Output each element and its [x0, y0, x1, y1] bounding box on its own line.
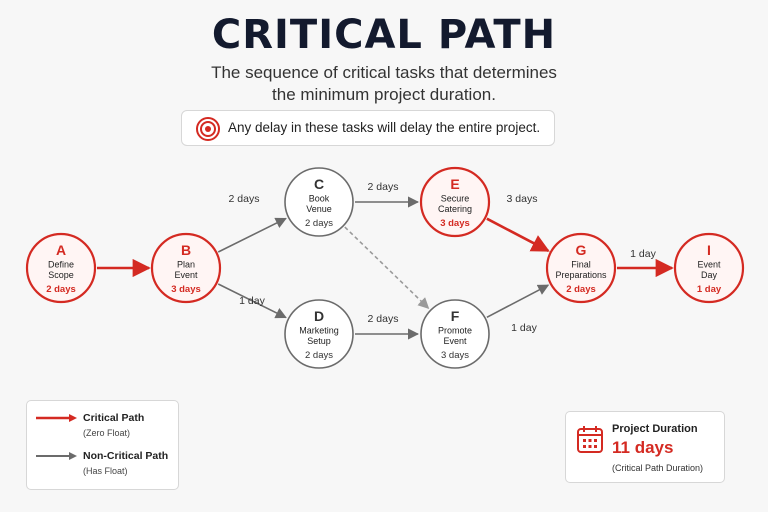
node-name-line: Event [443, 336, 467, 346]
project-duration-card: Project Duration 11 days (Critical Path … [565, 411, 725, 483]
node-circle-a [25, 232, 97, 304]
legend-noncritical-label: Non-Critical Path [83, 450, 169, 462]
node-name-line: Promote [438, 326, 472, 336]
node-circle-c [284, 167, 354, 237]
edge-c-f [344, 226, 430, 310]
node-letter: B [181, 242, 191, 258]
node-circle-d [284, 299, 354, 369]
edge-label-b-d: 1 day [239, 295, 265, 307]
node-name-line: Event [697, 260, 721, 270]
node-circle-e [419, 166, 491, 238]
node-name-line: Plan [177, 260, 195, 270]
target-icon [196, 117, 220, 141]
node-name-line: Event [174, 270, 198, 280]
node-duration: 1 day [697, 284, 722, 295]
node-circle-i [673, 232, 745, 304]
edge-label-b-c: 2 days [229, 193, 260, 205]
node-name-line: Day [701, 270, 718, 280]
edge-b-d [217, 283, 287, 319]
warning-banner: Any delay in these tasks will delay the … [181, 110, 555, 146]
legend-noncritical-sub: (Has Float) [83, 466, 128, 476]
edge-e-g [486, 217, 550, 252]
node-name-line: Final [571, 260, 591, 270]
node-letter: D [314, 308, 324, 324]
node-letter: F [451, 308, 460, 324]
legend-critical-sub: (Zero Float) [83, 428, 131, 438]
node-letter: C [314, 176, 324, 192]
duration-value: 11 days [612, 438, 674, 457]
legend-critical-label: Critical Path [83, 412, 145, 424]
page-title: CRITICAL PATH [211, 12, 557, 58]
node-name-line: Scope [48, 270, 74, 280]
node-name-line: Define [48, 260, 74, 270]
node-name-line: Venue [306, 204, 332, 214]
node-name-line: Book [309, 194, 330, 204]
node-duration: 2 days [566, 284, 596, 295]
node-duration: 3 days [440, 218, 470, 229]
critical-arrow-icon [36, 414, 77, 422]
node-name-line: Setup [307, 336, 331, 346]
node-name-line: Marketing [299, 326, 339, 336]
edge-label-d-f: 2 days [368, 313, 399, 325]
edge-label-g-i: 1 day [630, 248, 656, 260]
edge-label-f-g: 1 day [511, 322, 537, 334]
node-name-line: Secure [441, 194, 470, 204]
node-letter: E [450, 176, 459, 192]
edge-label-c-e: 2 days [368, 181, 399, 193]
node-duration: 2 days [305, 218, 333, 229]
node-duration: 3 days [441, 350, 469, 361]
node-duration: 2 days [46, 284, 76, 295]
node-circle-f [420, 299, 490, 369]
duration-note: (Critical Path Duration) [612, 463, 704, 473]
edge-b-c [217, 217, 287, 253]
legend: Critical Path (Zero Float) Non-Critical … [26, 400, 179, 490]
edge-label-e-g: 3 days [507, 193, 538, 205]
subtitle-line-1: The sequence of critical tasks that dete… [211, 63, 557, 82]
page-subtitle: The sequence of critical tasks that dete… [0, 62, 768, 106]
edge-f-g [486, 284, 550, 319]
non-critical-arrow-icon [36, 452, 77, 460]
warning-text: Any delay in these tasks will delay the … [228, 120, 541, 135]
node-duration: 3 days [171, 284, 201, 295]
node-circle-b [150, 232, 222, 304]
calendar-icon [577, 426, 603, 453]
node-circle-g [545, 232, 617, 304]
subtitle-line-2: the minimum project duration. [272, 85, 496, 104]
duration-heading: Project Duration [612, 423, 698, 435]
node-duration: 2 days [305, 350, 333, 361]
node-name-line: Preparations [555, 270, 607, 280]
node-name-line: Catering [438, 204, 472, 214]
node-letter: I [707, 242, 711, 258]
node-letter: G [576, 242, 587, 258]
node-letter: A [56, 242, 66, 258]
